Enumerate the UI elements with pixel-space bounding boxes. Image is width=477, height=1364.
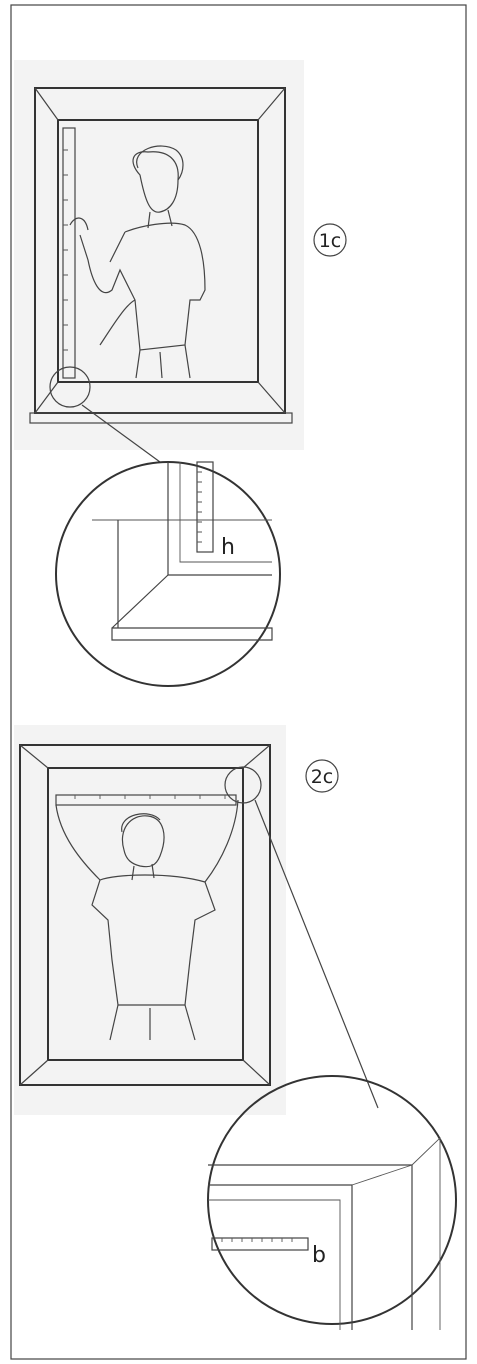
illustration-panel-2 bbox=[14, 725, 286, 1115]
detail-tape-vertical bbox=[197, 462, 213, 552]
detail-corner-1 bbox=[92, 462, 272, 640]
step-badge-2c: 2c bbox=[306, 760, 338, 792]
step-badge-2c-text: 2c bbox=[311, 766, 334, 788]
width-label: b bbox=[312, 1243, 326, 1268]
step-badge-1c-text: 1c bbox=[319, 230, 342, 252]
detail-tape-horizontal bbox=[212, 1238, 308, 1250]
step-badge-1c: 1c bbox=[314, 224, 346, 256]
step-2c-illustration bbox=[14, 725, 456, 1330]
height-label: h bbox=[221, 535, 235, 560]
step-1c-illustration bbox=[14, 60, 304, 686]
